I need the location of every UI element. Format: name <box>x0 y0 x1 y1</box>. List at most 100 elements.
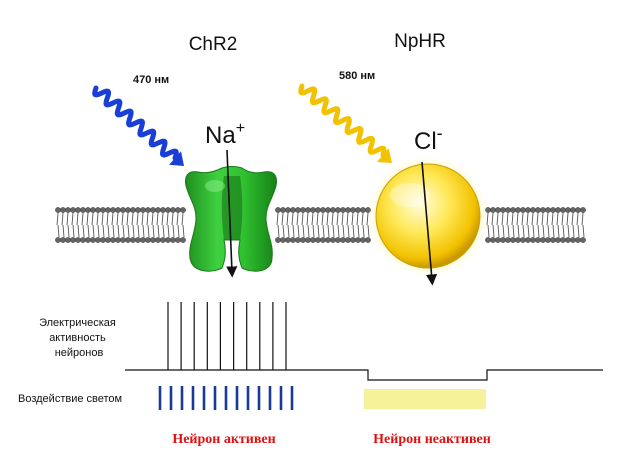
lipid-head <box>545 207 551 213</box>
lipid-head <box>340 207 346 213</box>
lipid-head <box>335 207 341 213</box>
lipid-head <box>305 237 311 243</box>
lipid-head <box>345 207 351 213</box>
lipid-tail <box>347 224 350 238</box>
lipid-head <box>510 237 516 243</box>
yellow-light-block <box>364 389 486 409</box>
lipid-head <box>490 237 496 243</box>
lipid-head <box>505 207 511 213</box>
lipid-head <box>150 207 156 213</box>
chr2-channel-icon <box>185 166 277 272</box>
lipid-head <box>530 207 536 213</box>
lipid-head <box>320 207 326 213</box>
lipid-head <box>60 237 66 243</box>
lipid-tail <box>512 224 515 238</box>
lipid-head <box>325 207 331 213</box>
lipid-tail <box>282 224 285 238</box>
lipid-head <box>495 207 501 213</box>
lipid-head <box>85 237 91 243</box>
lipid-tail <box>546 212 549 226</box>
lipid-tail <box>112 224 115 238</box>
lipid-tail <box>322 224 325 238</box>
lipid-head <box>65 237 71 243</box>
lipid-head <box>520 237 526 243</box>
lipid-head <box>140 207 146 213</box>
lipid-tail <box>577 224 580 238</box>
lipid-head <box>75 237 81 243</box>
lipid-tail <box>161 212 164 226</box>
lipid-head <box>140 237 146 243</box>
lipid-head <box>100 237 106 243</box>
lipid-tail <box>132 224 135 238</box>
lipid-head <box>535 237 541 243</box>
neuron-active-caption: Нейрон активен <box>172 432 275 447</box>
lipid-tail <box>327 224 330 238</box>
lipid-head <box>290 207 296 213</box>
na-ion-arrow <box>226 149 238 278</box>
lipid-head <box>580 207 586 213</box>
lipid-head <box>315 237 321 243</box>
light-wave-arrowhead <box>169 151 184 166</box>
lipid-head <box>135 237 141 243</box>
lipid-head <box>90 237 96 243</box>
lipid-tail <box>356 212 359 226</box>
lipid-head <box>500 207 506 213</box>
lipid-tail <box>101 212 104 226</box>
lipid-head <box>110 237 116 243</box>
yellow-light-wavelength-label: 580 нм <box>339 70 375 82</box>
lipid-tail <box>321 212 324 226</box>
lipid-tail <box>107 224 110 238</box>
lipid-tail <box>292 224 295 238</box>
lipid-tail <box>521 212 524 226</box>
lipid-head <box>285 207 291 213</box>
lipid-tail <box>162 224 165 238</box>
lipid-head <box>360 207 366 213</box>
electrical-activity-trace <box>125 369 603 381</box>
lipid-tail <box>547 224 550 238</box>
lipid-head <box>65 207 71 213</box>
lipid-tail <box>551 212 554 226</box>
lipid-head <box>570 207 576 213</box>
lipid-tail <box>532 224 535 238</box>
lipid-tail <box>152 224 155 238</box>
lipid-tail <box>122 224 125 238</box>
lipid-head <box>160 207 166 213</box>
lipid-head <box>105 207 111 213</box>
lipid-tail <box>297 224 300 238</box>
lipid-tail <box>491 212 494 226</box>
lipid-head <box>175 237 181 243</box>
lipid-tail <box>166 212 169 226</box>
lipid-tail <box>276 212 279 226</box>
lipid-tail <box>146 212 149 226</box>
lipid-head <box>540 237 546 243</box>
lipid-head <box>55 207 61 213</box>
lipid-head <box>350 237 356 243</box>
lipid-head <box>300 237 306 243</box>
lipid-tail <box>117 224 120 238</box>
lipid-tail <box>567 224 570 238</box>
lipid-tail <box>527 224 530 238</box>
blue-light-wavelength-label: 470 нм <box>133 74 169 86</box>
lipid-tail <box>326 212 329 226</box>
lipid-head <box>300 207 306 213</box>
lipid-tail <box>72 224 75 238</box>
lipid-head <box>70 207 76 213</box>
lipid-head <box>505 237 511 243</box>
lipid-head <box>555 237 561 243</box>
lipid-tail <box>91 212 94 226</box>
lipid-tail <box>167 224 170 238</box>
lipid-tail <box>87 224 90 238</box>
chr2-title: ChR2 <box>189 34 238 55</box>
lipid-head <box>565 237 571 243</box>
lipid-head <box>275 207 281 213</box>
lipid-tail <box>106 212 109 226</box>
lipid-head <box>490 207 496 213</box>
lipid-tail <box>571 212 574 226</box>
lipid-tail <box>507 224 510 238</box>
lipid-tail <box>76 212 79 226</box>
lipid-head <box>145 207 151 213</box>
lipid-tail <box>176 212 179 226</box>
lipid-head <box>575 207 581 213</box>
lipid-head <box>160 237 166 243</box>
